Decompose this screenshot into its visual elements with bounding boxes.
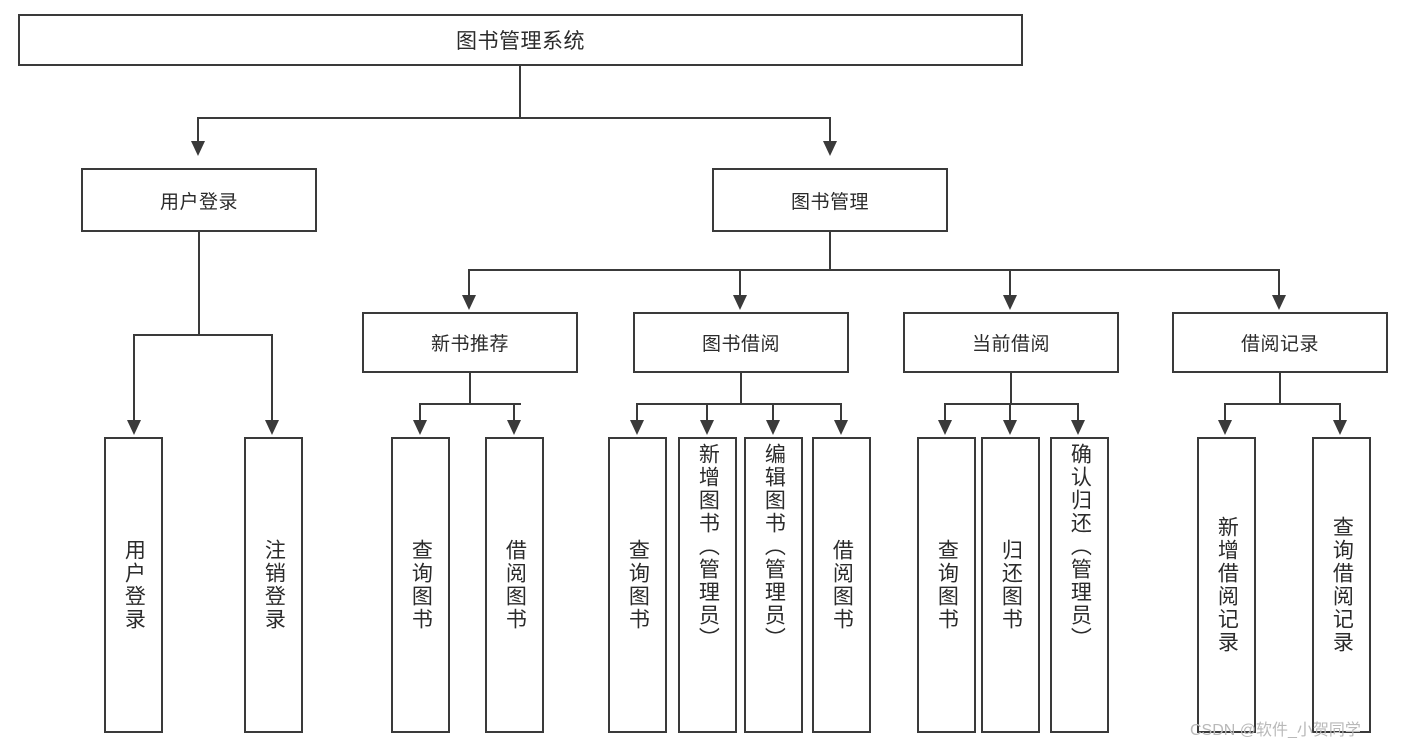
node-book-borrow[interactable]: 图书借阅 (633, 312, 849, 373)
arrow-to-leaf-user-login (127, 420, 141, 435)
connector-book-borrow-drop-2 (706, 403, 708, 423)
arrow-to-book-management (823, 141, 837, 156)
node-label: 查询图书 (409, 539, 433, 631)
connector-level3-drop-4 (1278, 269, 1280, 297)
node-new-book-recommend[interactable]: 新书推荐 (362, 312, 578, 373)
node-label: 确认归还（管理员） (1068, 443, 1092, 650)
node-user-login[interactable]: 用户登录 (81, 168, 317, 232)
arrow-to-new-book-recommend (462, 295, 476, 310)
connector-current-borrow-drop-2 (1009, 403, 1011, 423)
leaf-user-login[interactable]: 用户登录 (104, 437, 163, 733)
node-label: 用户登录 (159, 191, 238, 213)
connector-level3-bus (468, 269, 1280, 271)
connector-new-book-stem (469, 373, 471, 405)
arrow-to-leaf-borrow-book-2 (834, 420, 848, 435)
arrow-to-leaf-query-book-2 (630, 420, 644, 435)
connector-user-login-stem (198, 232, 200, 336)
connector-book-borrow-drop-1 (636, 403, 638, 423)
connector-root-stem (519, 66, 521, 118)
node-label: 图书借阅 (701, 334, 780, 355)
arrow-to-book-borrow (733, 295, 747, 310)
leaf-query-book-current[interactable]: 查询图书 (917, 437, 976, 733)
node-current-borrow[interactable]: 当前借阅 (903, 312, 1119, 373)
node-label: 注销登录 (262, 539, 286, 631)
connector-level2-drop-left (197, 117, 199, 143)
arrow-to-current-borrow (1003, 295, 1017, 310)
connector-current-borrow-drop-1 (944, 403, 946, 423)
connector-level2-bus (197, 117, 831, 119)
arrow-to-leaf-logout (265, 420, 279, 435)
node-label: 图书管理 (790, 191, 869, 213)
connector-current-borrow-stem (1010, 373, 1012, 405)
connector-book-borrow-stem (740, 373, 742, 405)
leaf-borrow-book-recommend[interactable]: 借阅图书 (485, 437, 544, 733)
node-label: 查询图书 (626, 539, 650, 631)
node-label: 新增图书（管理员） (696, 443, 720, 650)
connector-borrow-record-stem (1279, 373, 1281, 405)
connector-user-login-drop-2 (271, 334, 273, 422)
node-label: 借阅记录 (1240, 334, 1319, 355)
arrow-to-leaf-query-borrow-record (1333, 420, 1347, 435)
leaf-add-borrow-record[interactable]: 新增借阅记录 (1197, 437, 1256, 733)
connector-new-book-drop-1 (419, 403, 421, 423)
arrow-to-borrow-record (1272, 295, 1286, 310)
arrow-to-leaf-confirm-return (1071, 420, 1085, 435)
node-borrow-record[interactable]: 借阅记录 (1172, 312, 1388, 373)
connector-current-borrow-drop-3 (1077, 403, 1079, 423)
connector-level3-drop-3 (1009, 269, 1011, 297)
leaf-add-book-admin[interactable]: 新增图书（管理员） (678, 437, 737, 733)
leaf-query-borrow-record[interactable]: 查询借阅记录 (1312, 437, 1371, 733)
connector-level3-drop-2 (739, 269, 741, 297)
connector-level3-drop-1 (468, 269, 470, 297)
node-label: 查询借阅记录 (1330, 516, 1354, 654)
node-label: 编辑图书（管理员） (762, 443, 786, 650)
arrow-to-leaf-edit-book (766, 420, 780, 435)
node-label: 用户登录 (122, 539, 146, 631)
node-label: 新增借阅记录 (1215, 516, 1239, 654)
connector-book-borrow-drop-3 (772, 403, 774, 423)
connector-level2-drop-right (829, 117, 831, 143)
arrow-to-leaf-return-book (1003, 420, 1017, 435)
node-label: 当前借阅 (971, 334, 1050, 355)
connector-borrow-record-bus (1224, 403, 1341, 405)
arrow-to-leaf-query-book-1 (413, 420, 427, 435)
connector-book-management-stem (829, 232, 831, 271)
arrow-to-leaf-add-borrow-record (1218, 420, 1232, 435)
connector-user-login-drop-1 (133, 334, 135, 422)
leaf-return-book[interactable]: 归还图书 (981, 437, 1040, 733)
arrow-to-leaf-add-book (700, 420, 714, 435)
connector-borrow-record-drop-2 (1339, 403, 1341, 423)
node-label: 归还图书 (999, 539, 1023, 631)
arrow-to-user-login (191, 141, 205, 156)
leaf-query-book-recommend[interactable]: 查询图书 (391, 437, 450, 733)
node-label: 借阅图书 (503, 539, 527, 631)
connector-book-borrow-bus (636, 403, 842, 405)
connector-new-book-bus (419, 403, 521, 405)
leaf-logout[interactable]: 注销登录 (244, 437, 303, 733)
connector-borrow-record-drop-1 (1224, 403, 1226, 423)
connector-current-borrow-bus (944, 403, 1079, 405)
leaf-query-book-borrow[interactable]: 查询图书 (608, 437, 667, 733)
node-book-management[interactable]: 图书管理 (712, 168, 948, 232)
node-label: 新书推荐 (430, 334, 509, 355)
leaf-confirm-return-admin[interactable]: 确认归还（管理员） (1050, 437, 1109, 733)
leaf-borrow-book[interactable]: 借阅图书 (812, 437, 871, 733)
node-root-book-management-system[interactable]: 图书管理系统 (18, 14, 1023, 66)
connector-new-book-drop-2 (513, 403, 515, 423)
connector-book-borrow-drop-4 (840, 403, 842, 423)
node-label: 图书管理系统 (456, 30, 585, 53)
node-label: 借阅图书 (830, 539, 854, 631)
node-label: 查询图书 (935, 539, 959, 631)
leaf-edit-book-admin[interactable]: 编辑图书（管理员） (744, 437, 803, 733)
connector-user-login-bus (133, 334, 273, 336)
arrow-to-leaf-borrow-book-1 (507, 420, 521, 435)
arrow-to-leaf-query-book-3 (938, 420, 952, 435)
